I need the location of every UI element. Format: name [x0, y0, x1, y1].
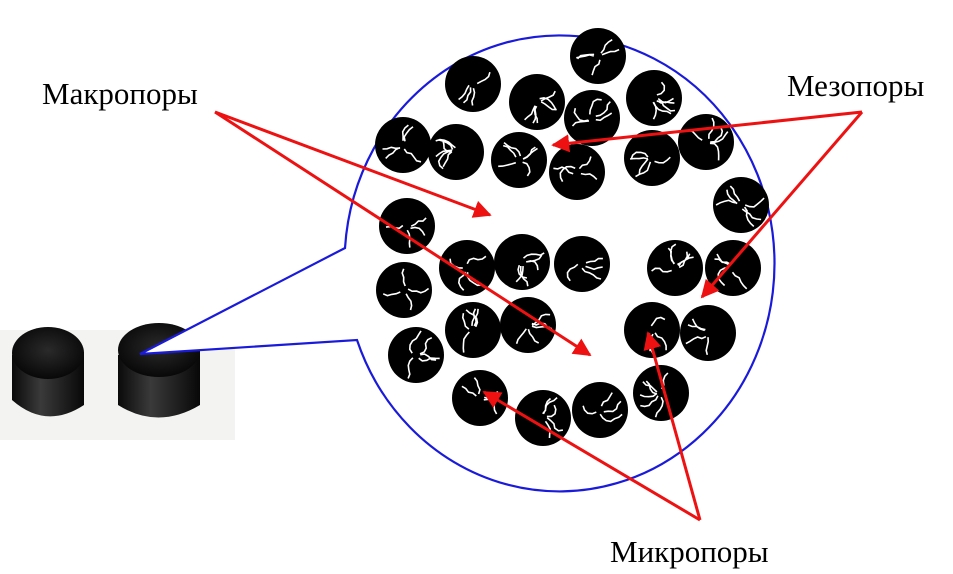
granule-crack — [524, 90, 557, 124]
granule-crack — [542, 397, 564, 439]
granule-crack — [382, 124, 422, 163]
granule-crack — [652, 81, 676, 120]
micropores-label: Микропоры — [610, 534, 769, 569]
macropores-label: Макропоры — [42, 76, 198, 111]
granule — [572, 382, 628, 438]
granule-crack — [407, 330, 440, 379]
granule-crack — [515, 252, 545, 287]
granule-crack — [576, 39, 620, 76]
granule — [445, 302, 501, 358]
granule — [633, 365, 689, 421]
micropore-arrow-2 — [643, 331, 702, 521]
granule — [549, 144, 605, 200]
mesopore-arrow-1 — [551, 110, 863, 153]
granule — [564, 90, 620, 146]
micropore-arrow-1 — [482, 390, 701, 522]
granule-crack — [685, 318, 710, 355]
macropore-arrow-2 — [214, 110, 592, 357]
granule — [388, 327, 444, 383]
granule-crack — [566, 257, 603, 282]
granule — [445, 56, 501, 112]
mesopore-arrow-2 — [700, 111, 864, 299]
granule-crack — [630, 151, 671, 178]
granule — [428, 124, 484, 180]
granule — [570, 28, 626, 84]
granule-crack — [714, 253, 748, 290]
granule — [680, 305, 736, 361]
granule-crack — [582, 392, 623, 423]
granule — [624, 130, 680, 186]
granule-crack — [382, 268, 430, 311]
granule — [375, 117, 431, 173]
granule-crack — [435, 138, 456, 170]
granule — [678, 114, 734, 170]
granule-crack — [553, 156, 598, 182]
granule — [509, 74, 565, 130]
granule — [705, 240, 761, 296]
granule — [647, 240, 703, 296]
granule — [713, 177, 769, 233]
pore-arrows — [214, 110, 864, 522]
granule-crack — [715, 185, 765, 227]
granule — [379, 198, 435, 254]
granule — [376, 262, 432, 318]
granule — [500, 297, 556, 353]
granule — [515, 390, 571, 446]
mesopores-label: Мезопоры — [787, 68, 925, 103]
granule-crack — [651, 243, 694, 273]
granule-crack — [571, 98, 613, 127]
granule — [452, 370, 508, 426]
granule-crack — [639, 372, 669, 418]
granule-crack — [498, 141, 538, 177]
granule — [626, 70, 682, 126]
granule — [554, 236, 610, 292]
granule — [494, 234, 550, 290]
macropore-arrow-1 — [214, 110, 492, 218]
granule-crack — [461, 308, 479, 353]
carbon-pellet-left — [12, 327, 84, 417]
granule-crack — [458, 71, 491, 106]
granule — [491, 132, 547, 188]
